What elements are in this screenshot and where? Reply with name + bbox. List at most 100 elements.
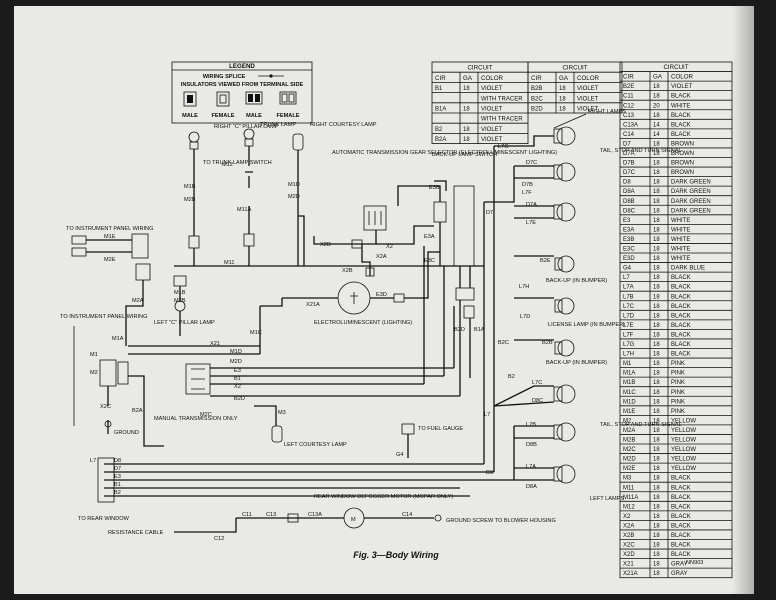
label-tail-stop-turn-left: TAIL, STOP AND TURN SIGNAL <box>600 422 682 428</box>
wire-label: B2D <box>234 396 245 402</box>
table-cell: WHITE <box>671 227 690 233</box>
wire-label: B2E <box>540 258 551 264</box>
wire-label: M11 <box>224 260 234 266</box>
motor-symbol: M <box>351 517 356 523</box>
label-right-c-pillar: RIGHT "C" PILLAR LAMP <box>214 124 279 130</box>
table-cell: BLACK <box>671 275 691 281</box>
wire-label: D8 <box>486 470 493 476</box>
wire-label: M3 <box>278 410 286 416</box>
table-cell: BLACK <box>671 543 691 549</box>
table-cell: 18 <box>653 476 660 482</box>
label-trunk-switch: TO TRUNK LAMP SWITCH <box>203 160 272 166</box>
label-manual-trans: MANUAL TRANSMISSION ONLY <box>154 416 238 422</box>
label-tail-stop-turn-right: TAIL, STOP AND TURN SIGNAL <box>600 148 682 154</box>
table-cell: E3D <box>623 256 635 262</box>
right-courtesy-lamp: RIGHT COURTESY LAMP <box>292 122 377 266</box>
wire-label: B2 <box>114 490 121 496</box>
table-cell: YELLOW <box>671 447 696 453</box>
right-tail-lamp-lower <box>553 202 576 222</box>
table-header-cell: COLOR <box>671 74 694 81</box>
wire-label: B1 <box>114 482 121 488</box>
wire-label: M1D <box>230 349 242 355</box>
table-cell: 18 <box>653 285 660 291</box>
table-header-cell: COLOR <box>481 75 504 82</box>
table-cell: 18 <box>653 266 660 272</box>
label-defogger: REAR WINDOW DEFOGGER MOTOR (MOPAR ONLY) <box>314 494 453 500</box>
legend-type-female: FEMALE <box>212 113 235 119</box>
label-ground-screw: GROUND SCREW TO BLOWER HOUSING <box>446 518 556 524</box>
table-cell: 18 <box>653 533 660 539</box>
table-cell: L7D <box>623 313 635 319</box>
wire-label: B2 <box>508 374 515 380</box>
label-to-instrument-1: TO INSTRUMENT PANEL WIRING <box>66 226 153 232</box>
wire-label: L7E <box>526 220 536 226</box>
table-header-cell: CIR <box>435 75 446 82</box>
table-cell: BLACK <box>671 523 691 529</box>
table-cell: PINK <box>671 409 685 415</box>
table-cell: M12 <box>623 504 635 510</box>
table-cell: C12 <box>623 103 635 109</box>
table-cell: 18 <box>653 380 660 386</box>
table-cell: 18 <box>653 294 660 300</box>
table-cell: VIOLET <box>577 86 599 92</box>
table-cell: BLACK <box>671 342 691 348</box>
table-cell: D7 <box>623 141 631 147</box>
table-cell: YELLOW <box>671 418 696 424</box>
backup-lamp-right <box>554 255 575 273</box>
table-cell: 18 <box>653 94 660 100</box>
table-cell: 18 <box>653 552 660 558</box>
left-tail-lamp-upper <box>553 384 576 404</box>
label-trunk-lamp: TRUNK LAMP <box>260 122 296 128</box>
ground-icon <box>104 420 112 428</box>
table-cell: YELLOW <box>671 466 696 472</box>
table-cell: D7B <box>623 161 635 167</box>
diagram-page: LEGEND WIRING SPLICE INSULATORS VIEWED F… <box>14 6 754 594</box>
table-cell: 18 <box>653 543 660 549</box>
table-cell: M1B <box>623 380 635 386</box>
wire-label: E3C <box>424 258 435 264</box>
table-cell: 18 <box>463 107 470 113</box>
label-right-lamps: RIGHT LAMPS <box>588 109 626 115</box>
table-cell: D7C <box>623 170 636 176</box>
wire-label: D7B <box>522 182 533 188</box>
wire-label: M1B <box>184 184 196 190</box>
table-cell: X21 <box>623 562 634 568</box>
legend-type-female-2: FEMALE <box>277 113 300 119</box>
table-cell: VIOLET <box>577 96 599 102</box>
table-cell: BLACK <box>671 113 691 119</box>
table-cell: BLACK <box>671 304 691 310</box>
table-cell: BLACK <box>671 504 691 510</box>
table-cell: 18 <box>653 275 660 281</box>
wire-label: B2B <box>542 340 553 346</box>
wire-label: L7 <box>484 412 490 418</box>
wire-label: B1A <box>474 327 485 333</box>
table-cell: E3A <box>623 227 634 233</box>
table-cell: DARK GREEN <box>671 189 711 195</box>
table-cell: C13A <box>623 122 638 128</box>
table-cell: 18 <box>653 199 660 205</box>
table-cell: M2C <box>623 447 636 453</box>
table-cell: L7B <box>623 294 634 300</box>
table-cell: 18 <box>463 127 470 133</box>
figure-id: NN903 <box>686 560 703 566</box>
table-cell: M2 <box>623 418 632 424</box>
table-cell: 18 <box>653 371 660 377</box>
legend-title: LEGEND <box>229 63 255 70</box>
table-cell: B2D <box>531 107 543 113</box>
wire-label: D7A <box>526 202 537 208</box>
table-cell: M1 <box>623 361 632 367</box>
wire-label: M1E <box>104 234 116 240</box>
table-cell: 18 <box>653 189 660 195</box>
table-cell: D7A <box>623 151 635 157</box>
table-cell: BROWN <box>671 170 694 176</box>
wire-label: B2A <box>132 408 143 414</box>
table-cell: VIOLET <box>671 84 693 90</box>
table-cell: 20 <box>653 103 660 109</box>
circuit-table-title: CIRCUIT <box>467 65 492 72</box>
table-cell: BLACK <box>671 533 691 539</box>
table-cell: 18 <box>653 113 660 119</box>
table-cell: X2 <box>623 514 631 520</box>
wire-label: X2 <box>386 244 393 250</box>
